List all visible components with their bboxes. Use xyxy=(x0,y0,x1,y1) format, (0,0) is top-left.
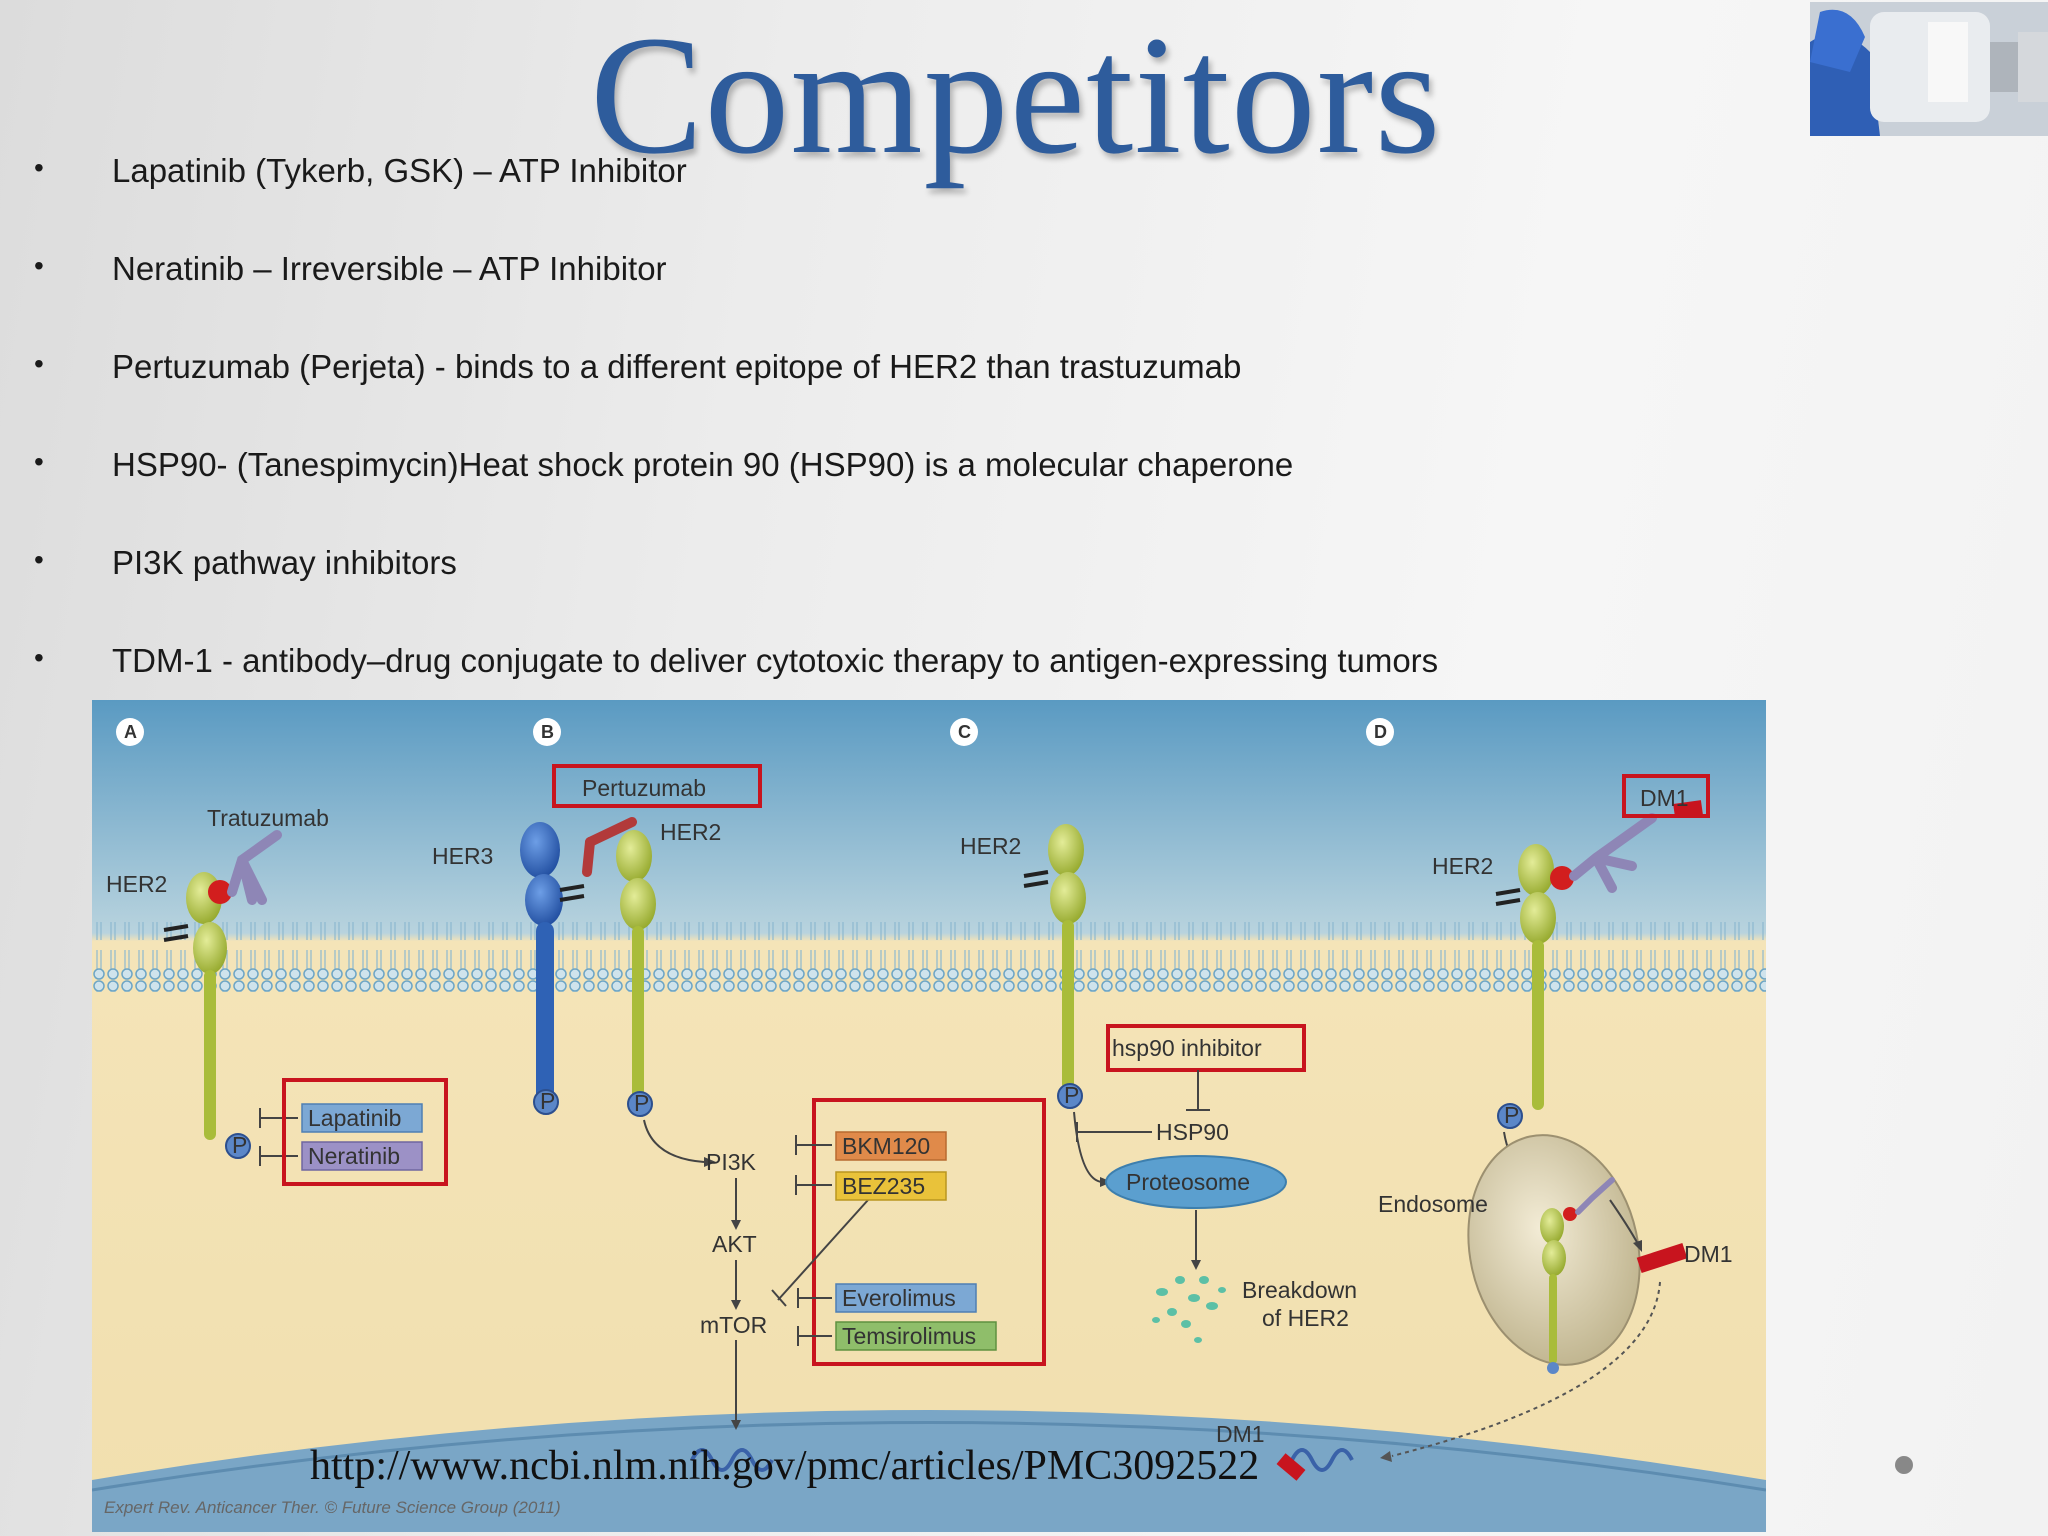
bullet-marker: • xyxy=(34,446,44,477)
breakdown-fragments-icon xyxy=(1152,1276,1226,1343)
slide-indicator-dot xyxy=(1895,1456,1913,1474)
panel-letter-c: C xyxy=(958,722,971,742)
antibody-drug-conjugate-icon xyxy=(1569,813,1657,893)
pathway-diagram: A B C D Tratuzumab HER2 P Lapatinib xyxy=(92,700,1766,1532)
vial-image-icon xyxy=(1810,2,2048,136)
phosphate-icon xyxy=(225,1133,251,1159)
phosphate-label: P xyxy=(540,1088,555,1114)
panel-letter-b: B xyxy=(541,722,554,742)
proteosome-label: Proteosome xyxy=(1126,1169,1250,1195)
bullet-text: Neratinib – Irreversible – ATP Inhibitor xyxy=(112,250,667,287)
endosome-label: Endosome xyxy=(1378,1191,1488,1217)
bullet-marker: • xyxy=(34,348,44,379)
akt-label: AKT xyxy=(712,1231,757,1257)
panel-letter-a: A xyxy=(124,722,137,742)
her2-label: HER2 xyxy=(660,819,721,845)
phosphate-label: P xyxy=(1064,1082,1079,1108)
panel-letter-d: D xyxy=(1374,722,1387,742)
source-url: http://www.ncbi.nlm.nih.gov/pmc/articles… xyxy=(310,1443,1260,1489)
drug-bez235: BEZ235 xyxy=(842,1173,925,1199)
bullet-marker: • xyxy=(34,642,44,673)
her2-pathway-figure: A B C D Tratuzumab HER2 P Lapatinib xyxy=(92,700,1766,1532)
bullet-text: TDM-1 - antibody–drug conjugate to deliv… xyxy=(112,642,1439,679)
trastuzumab-label: Tratuzumab xyxy=(207,805,329,831)
panel-a: Tratuzumab HER2 P Lapatinib Neratinib xyxy=(106,805,448,1186)
bullet-text: PI3K pathway inhibitors xyxy=(112,544,457,581)
highlight-box xyxy=(1106,1024,1306,1072)
drug-bkm120: BKM120 xyxy=(842,1133,930,1159)
phosphate-label: P xyxy=(232,1132,247,1158)
phosphate-label: P xyxy=(634,1090,649,1116)
panel-c: HER2 P hsp90 inhibitor HSP90 Proteosome xyxy=(960,824,1357,1343)
drug-neratinib: Neratinib xyxy=(308,1143,400,1169)
dm1-right-label: DM1 xyxy=(1684,1241,1733,1267)
bullet-marker: • xyxy=(34,152,44,183)
dm1-bottom-label: DM1 xyxy=(1216,1421,1265,1447)
phosphate-label: P xyxy=(1504,1102,1519,1128)
pi3k-label: PI3K xyxy=(706,1149,757,1175)
drug-pertuzumab: Pertuzumab xyxy=(582,775,706,801)
highlight-box xyxy=(282,1078,448,1186)
bullet-text: Pertuzumab (Perjeta) - binds to a differ… xyxy=(112,348,1242,385)
hsp90-label: HSP90 xyxy=(1156,1119,1229,1145)
drug-everolimus: Everolimus xyxy=(842,1285,956,1311)
her2-label: HER2 xyxy=(960,833,1021,859)
breakdown-label: Breakdown xyxy=(1242,1277,1357,1303)
mtor-label: mTOR xyxy=(700,1312,767,1338)
drug-temsirolimus: Temsirolimus xyxy=(842,1323,976,1349)
bullet-text: HSP90- (Tanespimycin)Heat shock protein … xyxy=(112,446,1294,483)
panel-b: Pertuzumab HER3 HER2 P P PI3K AKT mTOR xyxy=(432,764,1046,1430)
drug-lapatinib: Lapatinib xyxy=(308,1105,401,1131)
epitope-dot xyxy=(208,880,232,904)
dm1-payload-icon xyxy=(1636,1242,1688,1274)
hsp90-inhibitor-label: hsp90 inhibitor xyxy=(1112,1035,1262,1061)
dm1-top-label: DM1 xyxy=(1640,785,1689,811)
bullet-text: Lapatinib (Tykerb, GSK) – ATP Inhibitor xyxy=(112,152,687,189)
highlight-box xyxy=(1622,774,1710,818)
antibody-icon xyxy=(227,830,282,905)
breakdown-label-2: of HER2 xyxy=(1262,1305,1349,1331)
bullet-marker: • xyxy=(34,544,44,575)
highlight-box xyxy=(812,1098,1046,1366)
her2-label: HER2 xyxy=(106,871,167,897)
her3-label: HER3 xyxy=(432,843,493,869)
her2-label: HER2 xyxy=(1432,853,1493,879)
bullet-marker: • xyxy=(34,250,44,281)
panel-d: DM1 HER2 P Endosome DM1 DM1 xyxy=(1216,774,1733,1481)
highlight-box xyxy=(552,764,762,808)
figure-credit: Expert Rev. Anticancer Ther. © Future Sc… xyxy=(104,1498,561,1517)
vial-photo xyxy=(1810,2,2048,136)
slide-title: Competitors xyxy=(590,1,1442,189)
